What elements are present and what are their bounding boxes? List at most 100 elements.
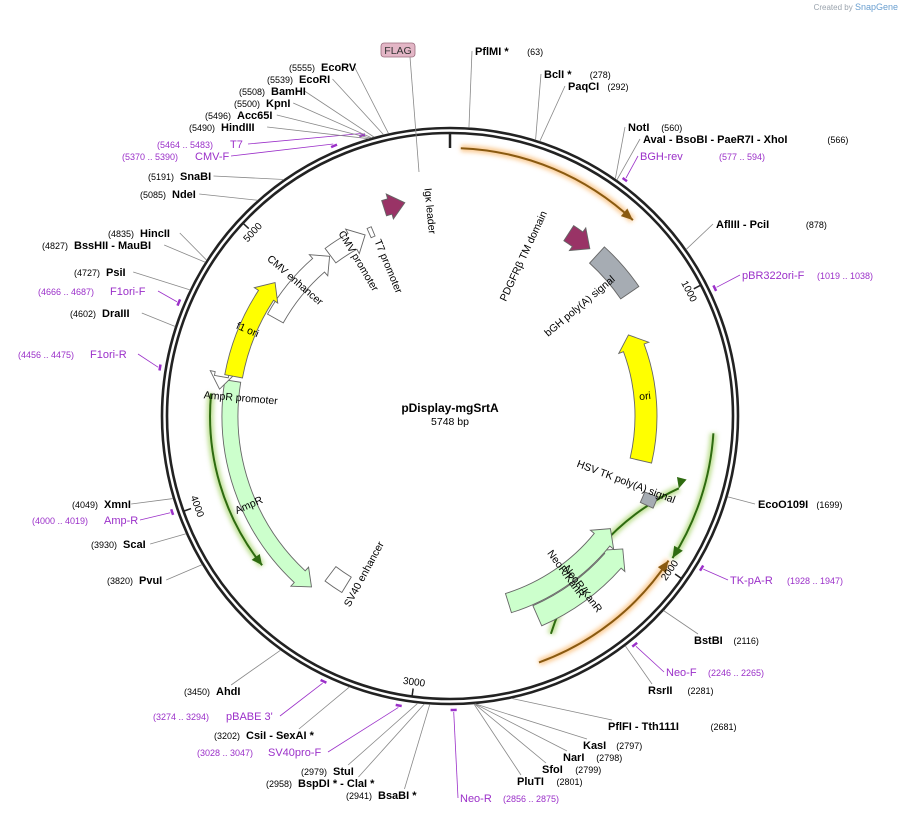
primer-leader	[139, 512, 171, 521]
enzyme-leader	[727, 496, 756, 505]
enzyme-leader	[685, 223, 714, 250]
orf-neo-green	[671, 433, 715, 559]
enzyme-position: (2941)	[346, 791, 372, 801]
enzyme-leader	[614, 126, 626, 180]
orf-top-orange-glow	[460, 144, 636, 223]
enzyme-leader	[179, 232, 207, 261]
enzyme-position: (278)	[590, 70, 611, 80]
primer-label: Neo-R	[460, 793, 492, 805]
primer-mark	[631, 641, 638, 648]
enzyme-label: NotI	[628, 122, 649, 134]
primer-mark	[395, 703, 402, 708]
primer-label: SV40pro-F	[268, 747, 321, 759]
enzyme-position: (2801)	[557, 777, 583, 787]
enzyme-label: DraIII	[102, 308, 130, 320]
enzyme-label: AvaI - BsoBI - PaeR7I - XhoI	[643, 134, 787, 146]
enzyme-label: PvuI	[139, 575, 162, 587]
enzyme-position: (4727)	[74, 268, 100, 278]
enzyme-position: (560)	[661, 123, 682, 133]
enzyme-leader	[535, 73, 542, 140]
primer-range: (2246 .. 2265)	[708, 668, 764, 678]
backbone	[160, 126, 740, 706]
enzyme-position: (4602)	[70, 309, 96, 319]
orf-amp-green	[209, 393, 263, 566]
primer-label: T7	[230, 139, 243, 151]
tick-mark	[242, 222, 250, 230]
enzyme-position: (5085)	[140, 190, 166, 200]
label-sv40-enhancer: SV40 enhancer	[342, 539, 387, 609]
enzyme-label: HindIII	[221, 122, 255, 134]
enzyme-leader	[347, 702, 419, 766]
primer-range: (4456 .. 4475)	[18, 350, 74, 360]
tick-mark	[411, 688, 414, 697]
enzyme-leader	[276, 114, 371, 139]
restriction-enzymes: PflMI *(63)BclI *(278)PaqCI(292)NotI(560…	[42, 46, 848, 802]
feature-neor-kanr-inner	[504, 528, 615, 614]
primer-mark	[158, 364, 162, 371]
primer-leader	[703, 568, 729, 581]
primer-label: pBR322ori-F	[742, 270, 805, 282]
enzyme-label: SnaBI	[180, 171, 211, 183]
feature-pdgfrb-tm	[563, 225, 591, 252]
feature-ampr	[221, 379, 313, 588]
enzyme-leader	[166, 564, 203, 581]
tick-label: 1000	[678, 279, 698, 304]
tick-mark	[693, 284, 702, 290]
enzyme-position: (2979)	[301, 767, 327, 777]
feature-hsv-tk-polya	[639, 491, 659, 509]
feature-ori	[617, 334, 658, 464]
feature-sv40-enhancer	[324, 566, 352, 594]
enzyme-label: NarI	[563, 752, 584, 764]
primer-leader	[453, 711, 459, 799]
primer-range: (3028 .. 3047)	[197, 748, 253, 758]
tick-mark	[183, 507, 192, 512]
enzyme-position: (2281)	[688, 686, 714, 696]
primer-range: (5370 .. 5390)	[122, 152, 178, 162]
enzyme-label: BsaBI *	[378, 790, 417, 802]
enzyme-leader	[164, 244, 206, 263]
label-igk-leader: Igκ leader	[421, 187, 438, 235]
primer-leader	[157, 290, 178, 303]
enzyme-position: (3450)	[184, 687, 210, 697]
enzyme-position: (292)	[608, 82, 629, 92]
orf-neo-green-head	[672, 545, 683, 559]
enzyme-label: AhdI	[216, 686, 240, 698]
enzyme-label: EcoRI	[299, 74, 330, 86]
enzyme-leader	[332, 78, 384, 135]
primer-mark	[621, 176, 628, 183]
enzyme-position: (5191)	[148, 172, 174, 182]
flag-label: FLAG	[384, 45, 411, 57]
primer-range: (5464 .. 5483)	[157, 140, 213, 150]
backbone-inner	[165, 131, 735, 701]
enzyme-position: (5490)	[189, 123, 215, 133]
feature-igk-leader	[381, 193, 406, 221]
enzyme-leader	[133, 271, 191, 291]
enzyme-label: HincII	[140, 228, 170, 240]
enzyme-position: (2116)	[734, 636, 759, 646]
enzyme-position: (5496)	[205, 111, 231, 121]
primer-mark	[698, 564, 705, 572]
tick-label: 4000	[188, 494, 206, 519]
label-pdgfrb-tm: PDGFRβ TM domain	[498, 209, 550, 303]
plasmid-size: 5748 bp	[431, 416, 469, 428]
enzyme-position: (878)	[806, 220, 827, 230]
enzyme-position: (2797)	[616, 741, 642, 751]
primer-label: F1ori-R	[90, 349, 127, 361]
enzyme-position: (3930)	[91, 540, 117, 550]
enzyme-leader	[150, 533, 187, 545]
label-ampr-promoter: AmpR promoter	[203, 389, 278, 407]
primer-range: (1928 .. 1947)	[787, 576, 843, 586]
snapgene-credit: Created by SnapGene	[814, 2, 898, 12]
primer-leader	[230, 143, 334, 157]
enzyme-leader	[230, 649, 281, 686]
feature-cmv-enhancer	[266, 254, 331, 324]
enzyme-leader	[298, 686, 350, 730]
primer-mark	[170, 508, 175, 516]
enzyme-label: KpnI	[266, 98, 290, 110]
enzyme-label: ScaI	[123, 539, 146, 551]
tick-label: 2000	[659, 558, 681, 583]
primer-range: (2856 .. 2875)	[503, 794, 559, 804]
feature-t7-promoter	[366, 226, 376, 239]
enzyme-label: PsiI	[106, 267, 126, 279]
orf-neo-orange	[538, 560, 670, 664]
